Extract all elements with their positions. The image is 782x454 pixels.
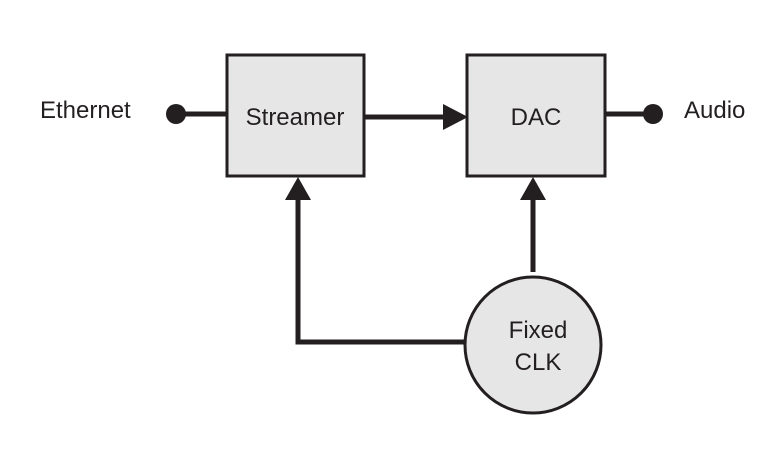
- fixed-clk-circle: [463, 275, 603, 415]
- dac-label: DAC: [511, 104, 562, 131]
- dac-block: [465, 53, 607, 178]
- clk-label-line-1: Fixed: [509, 317, 568, 344]
- clk-to-dac-arrowhead: [520, 177, 546, 200]
- streamer-label: Streamer: [246, 104, 345, 131]
- clk-to-streamer-wire: [295, 196, 468, 345]
- clk-label-line-2: CLK: [515, 349, 562, 376]
- audio-terminal-dot: [643, 104, 663, 124]
- ethernet-label: Ethernet: [40, 97, 131, 124]
- clk-to-streamer-arrowhead: [285, 177, 311, 200]
- audio-label: Audio: [684, 97, 745, 124]
- streamer-to-dac-arrowhead: [443, 104, 468, 130]
